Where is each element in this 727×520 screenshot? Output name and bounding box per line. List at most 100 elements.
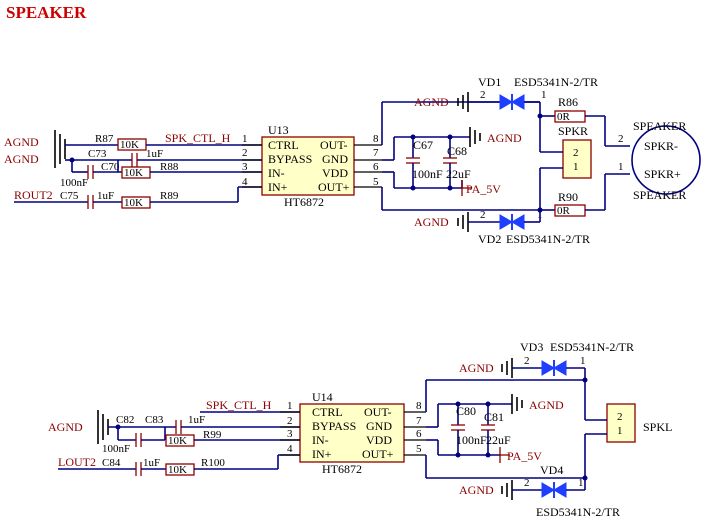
u14-pin-num: 5 [416,443,422,455]
r89-value: 10K [124,197,143,209]
c68-value: 22uF [446,167,471,181]
u14-pin-num: 7 [416,415,422,427]
r86-ref: R86 [558,95,578,109]
u13-pin-num: 7 [373,147,379,159]
spk-ctl-net-label: SPK_CTL_H [206,398,272,412]
r90-ref: R90 [558,190,578,204]
u13-pin-name: GND [322,152,348,166]
c83-value: 1uF [188,414,205,426]
u14-pin-num: 6 [416,428,422,440]
agnd-label: AGND [459,361,494,375]
vd4-ref: VD4 [540,463,563,477]
u14-pin-name: IN- [312,433,329,447]
u14-pin-num: 1 [287,400,293,412]
c75-ref: C75 [60,190,79,202]
u14-ref: U14 [312,390,333,404]
agnd-ground-bottom-right [511,394,523,414]
u13-pin-name: VDD [322,166,348,180]
lout2-net-label: LOUT2 [58,455,96,469]
c80-ref: C80 [456,404,476,418]
c70-value: 100nF [60,177,88,189]
spkr-plus-label: SPKR+ [644,167,681,181]
agnd-ground-top-left [54,130,66,168]
pa5v-label: PA_5V [507,449,542,463]
vd4-pin-num: 1 [578,477,584,489]
agnd-label: AGND [414,95,449,109]
speaker-pin-num: 1 [618,161,624,173]
r89-ref: R89 [160,190,179,202]
vd1-pin-num: 2 [480,89,486,101]
agnd-ground-top-right [469,127,481,147]
agnd-ground-vd2 [457,212,469,232]
r87-value: 10K [120,139,139,151]
vd4-pin-num: 2 [524,477,530,489]
r88-value: 10K [124,167,143,179]
u13-pin-name: IN+ [268,180,288,194]
vd1-part: ESD5341N-2/TR [514,75,598,89]
u14-part: HT6872 [322,462,362,476]
speaker-label-top: SPEAKER [633,119,686,133]
vd3-diode [541,360,555,376]
r99-value: 10K [168,435,187,447]
c84-value: 1uF [143,457,160,469]
c80-value: 100nF [456,433,487,447]
u13-pin-name: OUT+ [318,180,350,194]
u13-pin-num: 1 [242,133,248,145]
u14-pin-name: OUT- [364,405,392,419]
u14-pin-name: VDD [366,433,392,447]
u14-pin-num: 4 [287,443,293,455]
c70-ref: C70 [101,161,120,173]
pa5v-label: PA_5V [466,182,501,196]
vd2-diode [499,214,513,230]
r87-ref: R87 [95,133,114,145]
vd1-pin-num: 1 [541,89,547,101]
vd3-part: ESD5341N-2/TR [550,340,634,354]
page-title: SPEAKER [6,3,87,22]
u14-ic [299,403,405,463]
vd2-ref: VD2 [478,232,501,246]
agnd-ground-bottom-left [97,410,109,444]
r100-ref: R100 [201,457,225,469]
u13-pin-num: 5 [373,176,379,188]
amp-top-section: AGND AGND R87 10K SPK_CTL_H C73 1uF C70 … [4,75,701,246]
c84-ref: C84 [102,457,121,469]
agnd-ground-vd3 [501,358,513,378]
vd1-diode [499,94,513,110]
speaker-label-bottom: SPEAKER [633,188,686,202]
u13-pin-name: CTRL [268,138,299,152]
c81-value: 22uF [486,433,511,447]
u14-pin-num: 8 [416,400,422,412]
vd2-part: ESD5341N-2/TR [506,232,590,246]
r90-value: 0R [557,205,571,217]
c73-ref: C73 [88,148,107,160]
spkr-connector [562,139,592,179]
r88-ref: R88 [160,161,179,173]
spkr-pin: 1 [573,161,579,173]
u13-part: HT6872 [284,195,324,209]
u14-pin-name: GND [366,419,392,433]
agnd-label: AGND [459,483,494,497]
speaker-symbol [631,125,701,195]
spkr-pin: 2 [573,147,579,159]
c67-ref: C67 [413,138,433,152]
c81-ref: C81 [484,410,504,424]
r100-value: 10K [168,464,187,476]
u13-pin-name: IN- [268,166,285,180]
r86-value: 0R [557,111,571,123]
u13-pin-num: 2 [242,147,248,159]
vd3-pin-num: 2 [524,355,530,367]
u14-pin-name: BYPASS [312,419,356,433]
c68-ref: C68 [447,144,467,158]
u13-pin-num: 3 [242,161,248,173]
u13-pin-name: OUT- [320,138,348,152]
vd3-ref: VD3 [520,340,543,354]
agnd-label: AGND [4,152,39,166]
agnd-label: AGND [4,135,39,149]
vd1-ref: VD1 [478,75,501,89]
u14-pin-num: 2 [287,415,293,427]
c83-ref: C83 [145,414,164,426]
rout2-net-label: ROUT2 [14,188,53,202]
vd4-diode [541,482,555,498]
u13-ref: U13 [268,123,289,137]
